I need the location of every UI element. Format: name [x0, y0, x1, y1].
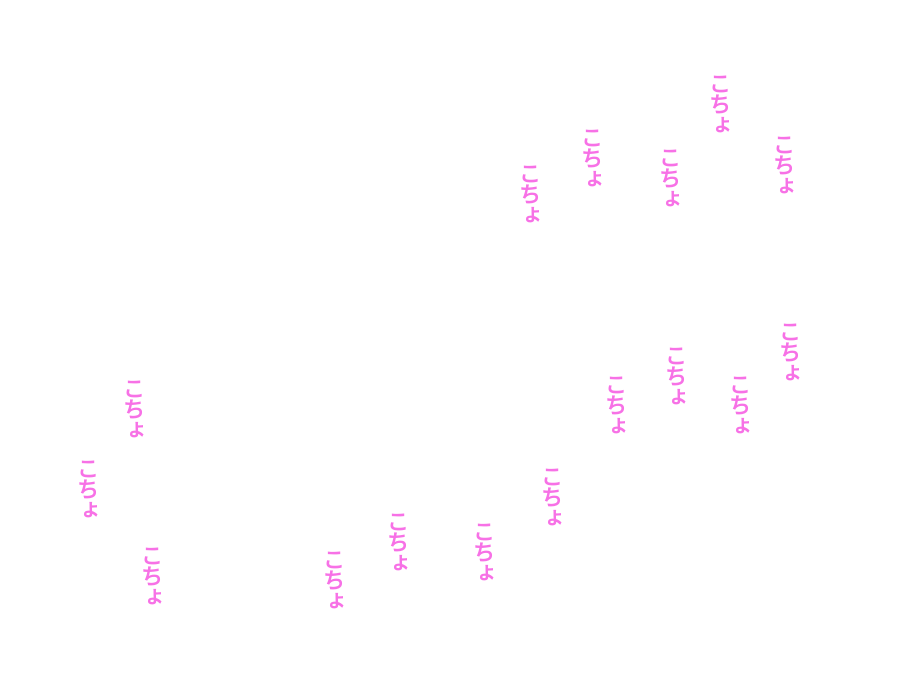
kocho-text: こちょ — [661, 344, 686, 407]
kocho-text: こちょ — [137, 544, 162, 607]
kocho-text: こちょ — [725, 373, 750, 436]
kocho-text: こちょ — [537, 465, 562, 528]
kocho-text: こちょ — [775, 320, 800, 383]
kocho-text: こちょ — [119, 377, 144, 440]
kocho-text: こちょ — [655, 146, 680, 209]
kocho-text: こちょ — [469, 520, 494, 583]
kocho-text: こちょ — [705, 72, 730, 135]
kocho-text: こちょ — [383, 510, 408, 573]
kocho-text: こちょ — [515, 162, 540, 225]
kocho-text: こちょ — [577, 126, 602, 189]
kocho-text: こちょ — [769, 133, 794, 196]
kocho-text: こちょ — [73, 457, 98, 520]
kocho-text: こちょ — [601, 373, 626, 436]
kocho-text: こちょ — [319, 548, 344, 611]
